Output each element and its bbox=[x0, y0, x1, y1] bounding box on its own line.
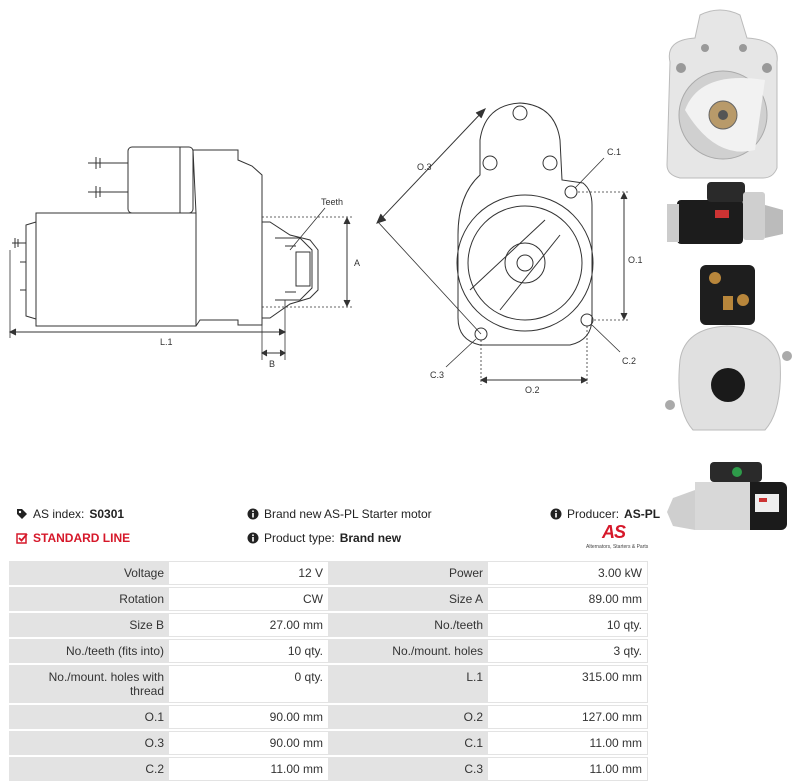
table-row: C.2 11.00 mm C.3 11.00 mm bbox=[9, 757, 648, 781]
spec-key: Size A bbox=[328, 587, 488, 611]
table-row: Size B 27.00 mm No./teeth 10 qty. bbox=[9, 613, 648, 637]
standard-line: STANDARD LINE bbox=[16, 531, 130, 545]
spec-key: Size B bbox=[9, 613, 169, 637]
spec-key: No./teeth (fits into) bbox=[9, 639, 169, 663]
spec-value: 3 qty. bbox=[488, 639, 648, 663]
photo-front-flange bbox=[666, 9, 778, 179]
spec-value: 315.00 mm bbox=[488, 665, 648, 703]
producer-label: Producer: bbox=[567, 507, 620, 521]
spec-key: Rotation bbox=[9, 587, 169, 611]
spec-value: 90.00 mm bbox=[169, 705, 328, 729]
producer: Producer: AS-PL bbox=[550, 507, 660, 521]
spec-key: O.1 bbox=[9, 705, 169, 729]
label-o3: O.3 bbox=[417, 162, 432, 172]
table-row: Rotation CW Size A 89.00 mm bbox=[9, 587, 648, 611]
tag-icon bbox=[17, 509, 27, 519]
spec-key: O.2 bbox=[328, 705, 488, 729]
label-c2: C.2 bbox=[622, 356, 636, 366]
spec-key: C.1 bbox=[328, 731, 488, 755]
spec-value: 12 V bbox=[169, 561, 328, 585]
table-row: O.1 90.00 mm O.2 127.00 mm bbox=[9, 705, 648, 729]
front-view bbox=[376, 102, 630, 385]
spec-value: 90.00 mm bbox=[169, 731, 328, 755]
spec-value: 89.00 mm bbox=[488, 587, 648, 611]
spec-key: No./mount. holes bbox=[328, 639, 488, 663]
product-photos bbox=[665, 9, 792, 530]
label-teeth: Teeth bbox=[321, 197, 343, 207]
spec-key: No./teeth bbox=[328, 613, 488, 637]
spec-key: Voltage bbox=[9, 561, 169, 585]
spec-value: 11.00 mm bbox=[488, 731, 648, 755]
standard-line-text: STANDARD LINE bbox=[33, 531, 131, 545]
spec-key: Power bbox=[328, 561, 488, 585]
product-type: Product type: Brand new bbox=[247, 531, 401, 545]
photo-top bbox=[667, 462, 787, 530]
specs-table: Voltage 12 V Power 3.00 kW Rotation CW S… bbox=[9, 559, 648, 783]
info-icon bbox=[550, 508, 562, 520]
product-type-value: Brand new bbox=[339, 531, 402, 545]
spec-key: L.1 bbox=[328, 665, 488, 703]
table-row: O.3 90.00 mm C.1 11.00 mm bbox=[9, 731, 648, 755]
side-view bbox=[8, 146, 352, 360]
spec-key: O.3 bbox=[9, 731, 169, 755]
label-o1: O.1 bbox=[628, 255, 643, 265]
as-pl-logo: AS Alternators, Starters & Parts bbox=[586, 522, 650, 552]
logo-mark: AS bbox=[602, 522, 626, 542]
info-icon bbox=[247, 532, 259, 544]
table-row: No./teeth (fits into) 10 qty. No./mount.… bbox=[9, 639, 648, 663]
checkbox-icon bbox=[16, 533, 28, 544]
as-index-label: AS index: bbox=[33, 507, 85, 521]
label-a: A bbox=[354, 258, 360, 268]
photo-side bbox=[667, 182, 783, 244]
logo-tagline: Alternators, Starters & Parts bbox=[586, 544, 649, 550]
spec-value: 0 qty. bbox=[169, 665, 328, 703]
label-l1: L.1 bbox=[160, 337, 173, 347]
spec-value: 11.00 mm bbox=[169, 757, 328, 781]
product-info: AS index: S0301 STANDARD LINE Brand new … bbox=[0, 500, 660, 556]
table-row: No./mount. holes with thread 0 qty. L.1 … bbox=[9, 665, 648, 703]
label-c1: C.1 bbox=[607, 147, 621, 157]
info-icon bbox=[247, 508, 259, 520]
spec-key: No./mount. holes with thread bbox=[9, 665, 169, 703]
photo-rear bbox=[665, 265, 792, 431]
label-b: B bbox=[269, 359, 275, 369]
producer-value: AS-PL bbox=[624, 507, 661, 521]
spec-value: 127.00 mm bbox=[488, 705, 648, 729]
table-row: Voltage 12 V Power 3.00 kW bbox=[9, 561, 648, 585]
spec-value: 10 qty. bbox=[488, 613, 648, 637]
spec-key: C.2 bbox=[9, 757, 169, 781]
product-type-label: Product type: bbox=[264, 531, 335, 545]
brand-text: Brand new AS-PL Starter motor bbox=[264, 507, 432, 521]
brand-description: Brand new AS-PL Starter motor bbox=[247, 507, 432, 521]
spec-value: 10 qty. bbox=[169, 639, 328, 663]
spec-value: 27.00 mm bbox=[169, 613, 328, 637]
as-index: AS index: S0301 bbox=[16, 507, 124, 521]
label-c3: C.3 bbox=[430, 370, 444, 380]
spec-value: CW bbox=[169, 587, 328, 611]
technical-drawing: Teeth A B L.1 O.3 C.1 O.1 C.2 C.3 O.2 bbox=[8, 102, 643, 395]
spec-key: C.3 bbox=[328, 757, 488, 781]
spec-value: 3.00 kW bbox=[488, 561, 648, 585]
label-o2: O.2 bbox=[525, 385, 540, 395]
as-index-value: S0301 bbox=[89, 507, 125, 521]
spec-value: 11.00 mm bbox=[488, 757, 648, 781]
